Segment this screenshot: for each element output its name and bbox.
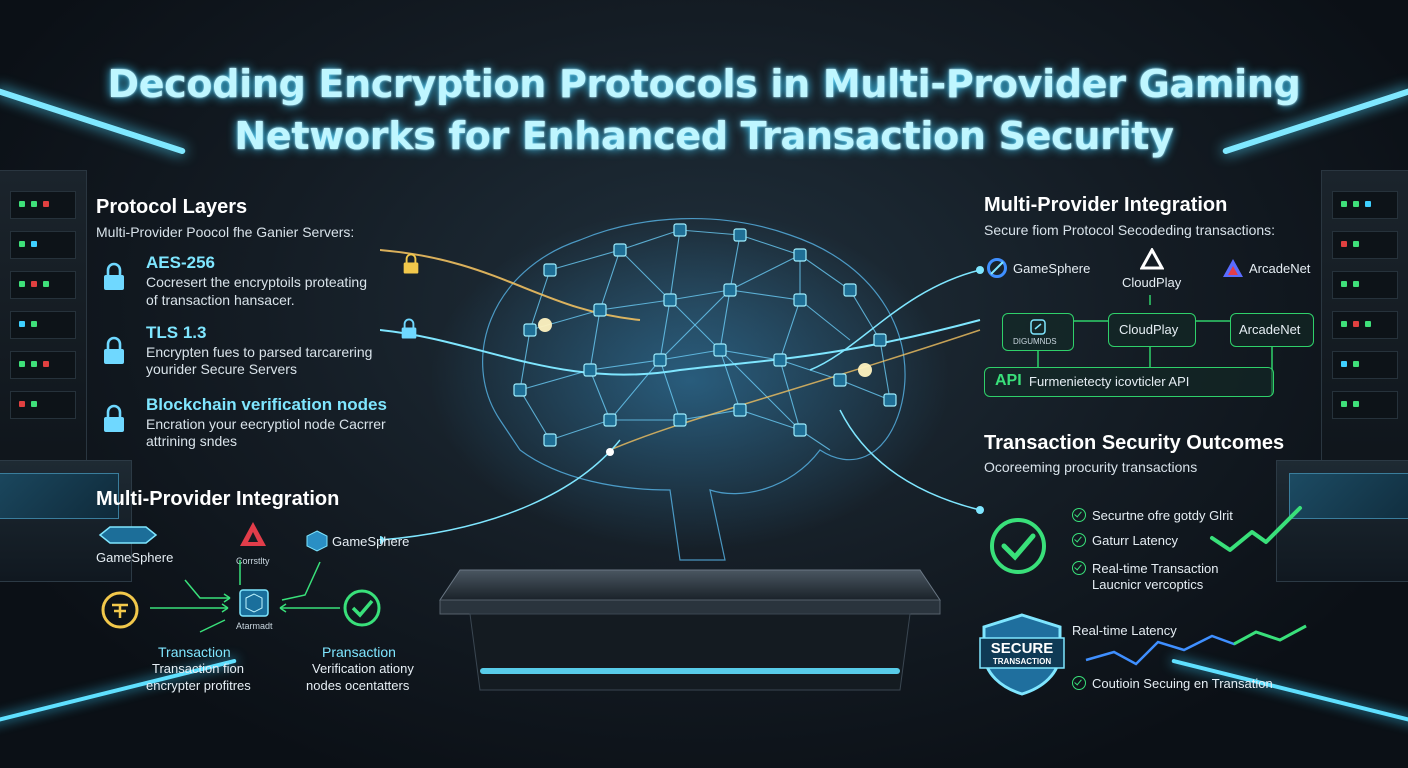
hub-label: Atarmadt — [236, 621, 273, 631]
gamesphere-ring-icon — [987, 258, 1007, 278]
cloudplay-logo-icon — [1140, 248, 1164, 270]
layer-title-tls: TLS 1.3 — [146, 323, 207, 342]
api-tag: API — [995, 372, 1022, 389]
left-integration-heading: Multi-Provider Integration — [96, 488, 340, 510]
layer-desc-tls-1: Encrypten fues to parsed tarcarering — [146, 344, 373, 360]
api-text: Furmenietecty icovticler API — [1029, 374, 1190, 389]
provider-arcadenet: ArcadeNet — [1249, 261, 1311, 276]
outcome-item-3-line2: Laucnicr vercoptics — [1092, 577, 1204, 592]
transaction-desc-2: encrypter profitres — [146, 678, 251, 693]
center-top-label: Corrstlty — [236, 556, 270, 566]
outcome-final-item: Coutioin Secuing en Transation — [1072, 676, 1273, 691]
verified-check-icon — [343, 589, 381, 627]
layer-desc-tls-2: yourider Secure Servers — [146, 361, 297, 377]
protocol-layers-heading: Protocol Layers — [96, 196, 248, 218]
gamesphere-logo-icon — [98, 526, 158, 544]
outcome-item-1: Securtne ofre gotdy Glrit — [1072, 508, 1233, 523]
gamesphere-right-label: GameSphere — [332, 534, 410, 549]
trend-check-icon — [1210, 506, 1302, 552]
right-integration-subheading: Secure fiom Protocol Secodeding transact… — [984, 222, 1276, 238]
server-rack-left — [0, 170, 87, 472]
badge-line-1: SECURE — [990, 640, 1054, 657]
layer-title-aes: AES-256 — [146, 253, 215, 272]
shield-icon — [979, 613, 1065, 696]
title-line-1: Decoding Encryption Protocols in Multi-P… — [107, 62, 1301, 106]
outcomes-heading: Transaction Security Outcomes — [984, 432, 1285, 454]
title-line-2: Networks for Enhanced Transaction Securi… — [234, 114, 1174, 158]
lock-icon — [104, 404, 124, 432]
layer-desc-blockchain-1: Encration your eecryptiol node Cacrrer — [146, 416, 386, 432]
provider-box-arcadenet: ArcadeNet — [1230, 313, 1314, 347]
diamond-logo-icon — [1030, 319, 1046, 335]
lock-icon — [104, 336, 124, 364]
console-left — [0, 460, 132, 582]
verify-desc-1: Verification ationy — [312, 661, 414, 676]
latency-trend-line — [1085, 624, 1307, 666]
layer-desc-blockchain-2: attrining sndes — [146, 433, 238, 449]
badge-line-2: TRANSACTION — [992, 657, 1052, 666]
verify-desc-2: nodes ocentatters — [306, 678, 410, 693]
layer-desc-aes-1: Cocresert the encryptoils proteating — [146, 274, 367, 290]
layer-title-blockchain: Blockchain verification nodes — [146, 395, 387, 414]
lock-icon — [104, 262, 124, 290]
coin-icon — [101, 591, 139, 629]
right-integration-heading: Multi-Provider Integration — [984, 194, 1228, 216]
provider-box-cloudplay: CloudPlay — [1108, 313, 1196, 347]
api-box: API Furmenietecty icovticler API — [984, 367, 1274, 397]
server-rack-right — [1321, 170, 1408, 472]
cyan-lock-icon — [401, 318, 417, 339]
provider-cloudplay: CloudPlay — [1122, 275, 1182, 290]
integration-arrows — [150, 560, 340, 633]
console-right — [1276, 460, 1408, 582]
red-logo-icon — [240, 522, 266, 546]
big-check-icon — [990, 518, 1046, 574]
outcome-item-3-text: Real-time Transaction — [1092, 561, 1219, 576]
hub-cube-icon — [239, 589, 269, 617]
gold-lock-icon — [403, 253, 419, 274]
transaction-desc-1: Transaction fion — [152, 661, 245, 676]
provider-gamesphere: GameSphere — [1013, 261, 1091, 276]
gamesphere-left-label: GameSphere — [96, 550, 174, 565]
arcadenet-logo-icon — [1223, 259, 1243, 277]
latency-label: Real-time Latency — [1072, 623, 1177, 638]
protocol-layers-subheading: Multi-Provider Poocol fhe Ganier Servers… — [96, 224, 355, 240]
outcome-item-2-text: Gaturr Latency — [1092, 533, 1178, 548]
provider-box-arcadenet-label: ArcadeNet — [1239, 322, 1301, 337]
outcome-item-2: Gaturr Latency — [1072, 533, 1178, 548]
outcome-item-1-text: Securtne ofre gotdy Glrit — [1092, 508, 1233, 523]
transaction-title: Transaction — [158, 644, 231, 660]
provider-box-left: DIGUMNDS — [1002, 313, 1074, 351]
provider-box-left-label: DIGUMNDS — [1013, 337, 1057, 346]
gamesphere-cube-icon — [306, 530, 328, 552]
outcome-final-text: Coutioin Secuing en Transation — [1092, 676, 1273, 691]
outcomes-subheading: Ocoreeming procurity transactions — [984, 459, 1198, 475]
page-title: Decoding Encryption Protocols in Multi-P… — [0, 58, 1408, 162]
outcome-item-3: Real-time Transaction — [1072, 561, 1218, 576]
verify-title: Pransaction — [322, 644, 396, 660]
provider-box-cloudplay-label: CloudPlay — [1119, 322, 1179, 337]
layer-desc-aes-2: of transaction hansacer. — [146, 292, 295, 308]
network-brain-illustration — [380, 210, 984, 691]
